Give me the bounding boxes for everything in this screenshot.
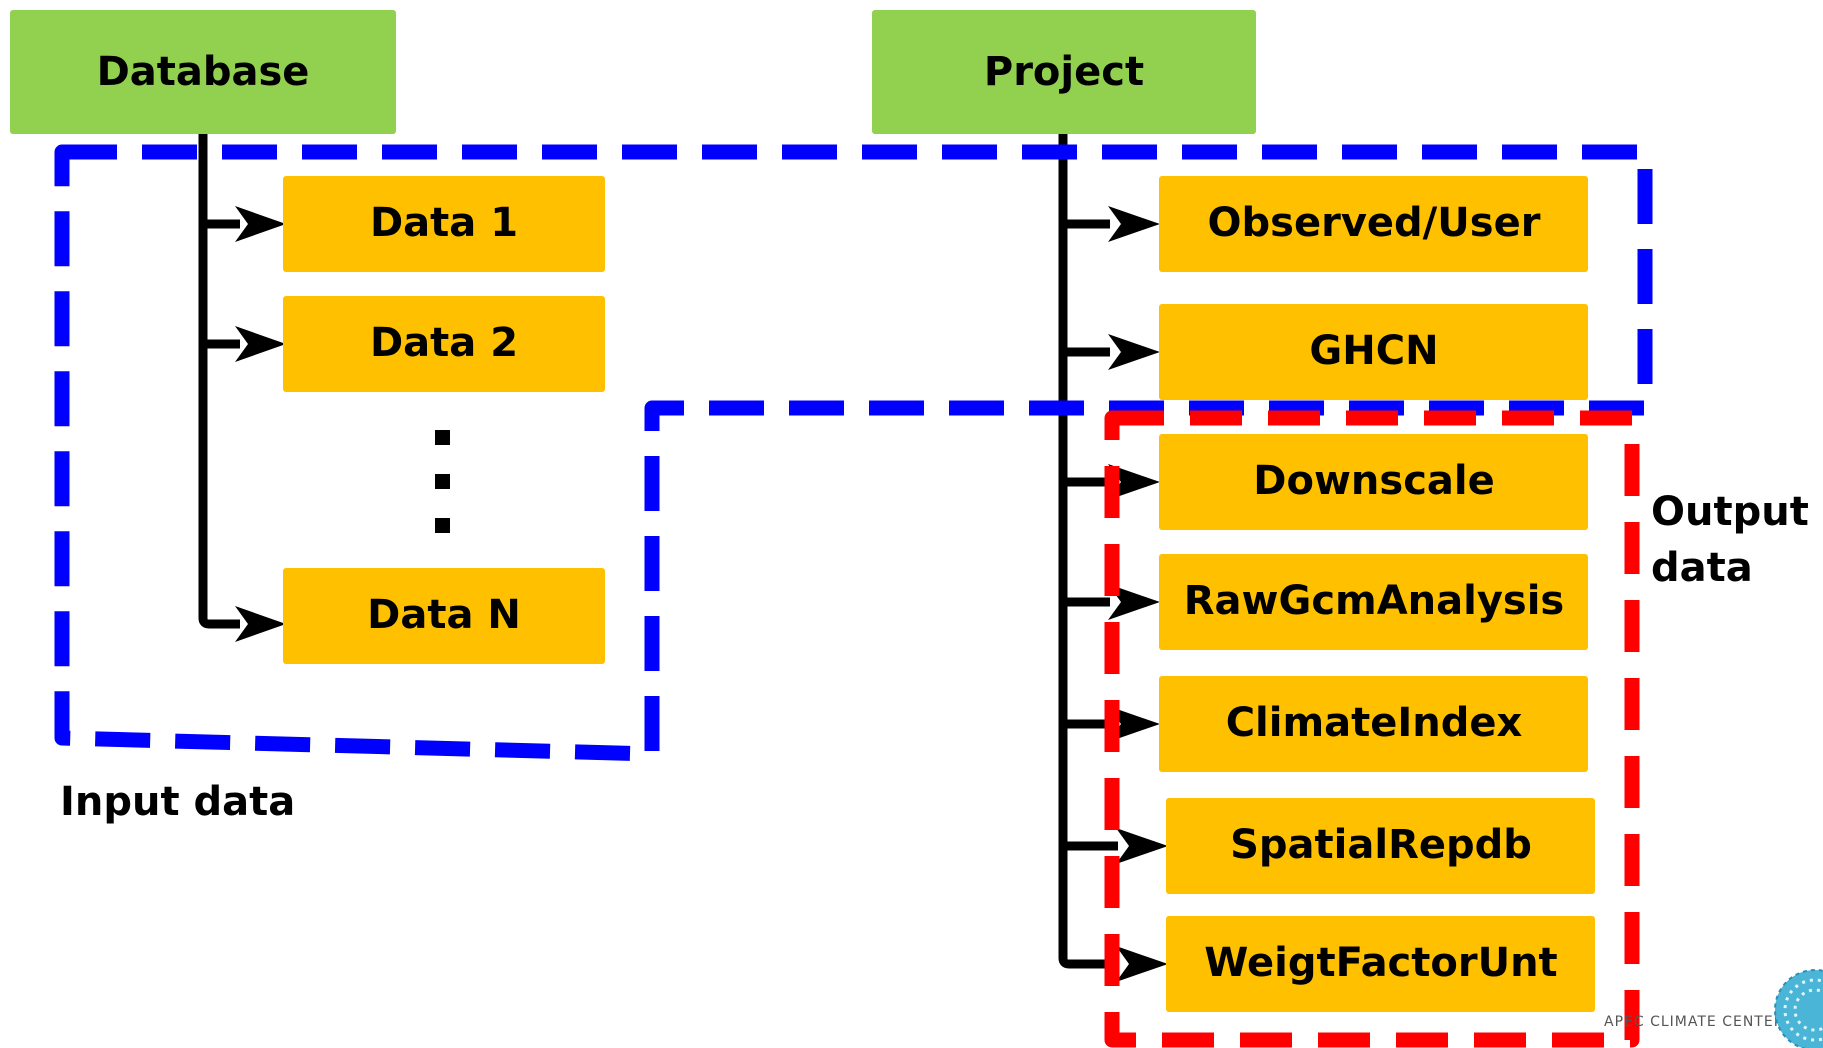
- database-children: Data 1 Data 2 Data N: [283, 176, 605, 664]
- database-arrowheads: [235, 206, 286, 642]
- data-2-box: [283, 296, 605, 392]
- arrowhead-data-n: [235, 606, 286, 642]
- database-label: Database: [97, 49, 310, 95]
- apec-climate-center-logo: APEC CLIMATE CENTER: [1604, 969, 1823, 1048]
- spatialrepdb-box: [1166, 798, 1595, 894]
- ellipsis-dot-2: [435, 474, 450, 489]
- arrowhead-data-1: [235, 206, 286, 242]
- data-1-box: [283, 176, 605, 272]
- database-root-node: Database: [10, 10, 396, 134]
- ellipsis-dots: [435, 430, 450, 533]
- rawgcmanalysis-label: RawGcmAnalysis: [1184, 578, 1565, 624]
- arrowhead-rawgcm: [1108, 584, 1160, 620]
- database-trunk-line: [198, 130, 240, 629]
- spatialrepdb-label: SpatialRepdb: [1230, 822, 1532, 868]
- project-connectors: [1058, 130, 1118, 969]
- ellipsis-dot-3: [435, 518, 450, 533]
- arrowhead-data-2: [235, 326, 286, 362]
- project-label: Project: [984, 49, 1144, 95]
- climateindex-label: ClimateIndex: [1226, 700, 1523, 746]
- ghcn-label: GHCN: [1309, 328, 1438, 374]
- project-arrowheads: [1108, 206, 1168, 982]
- project-root-node: Project: [872, 10, 1256, 134]
- output-data-group-outline: [1104, 410, 1640, 1048]
- arrowhead-ghcn: [1108, 334, 1160, 370]
- climateindex-box: [1159, 676, 1588, 772]
- observed-user-label: Observed/User: [1208, 200, 1541, 246]
- input-data-group-outline: [54, 144, 1653, 762]
- downscale-label: Downscale: [1253, 458, 1494, 504]
- observed-user-box: [1159, 176, 1588, 272]
- data-n-label: Data N: [367, 592, 521, 638]
- data-n-box: [283, 568, 605, 664]
- arrowhead-weigtfactor: [1116, 946, 1168, 982]
- arrowhead-climateindex: [1108, 706, 1160, 742]
- arrowhead-observed: [1108, 206, 1160, 242]
- globe-icon: [1774, 969, 1823, 1048]
- database-box: [10, 10, 396, 134]
- rawgcmanalysis-box: [1159, 554, 1588, 650]
- project-box: [872, 10, 1256, 134]
- data-1-label: Data 1: [370, 200, 518, 246]
- weigtfactorunt-label: WeigtFactorUnt: [1204, 940, 1557, 986]
- ellipsis-dot-1: [435, 430, 450, 445]
- project-trunk-line: [1058, 130, 1110, 969]
- downscale-box: [1159, 434, 1588, 530]
- input-data-label: Input data: [60, 779, 295, 825]
- arrowhead-downscale: [1108, 464, 1160, 500]
- project-children: Observed/User GHCN Downscale RawGcmAnaly…: [1159, 176, 1595, 1012]
- database-connectors: [198, 130, 240, 629]
- weigtfactorunt-box: [1166, 916, 1595, 1012]
- output-data-label-line2: data: [1651, 545, 1753, 591]
- output-data-label-line1: Output: [1651, 489, 1809, 535]
- data-2-label: Data 2: [370, 320, 518, 366]
- logo-text: APEC CLIMATE CENTER: [1604, 1014, 1784, 1030]
- arrowhead-spatialrepdb: [1116, 828, 1168, 864]
- ghcn-box: [1159, 304, 1588, 400]
